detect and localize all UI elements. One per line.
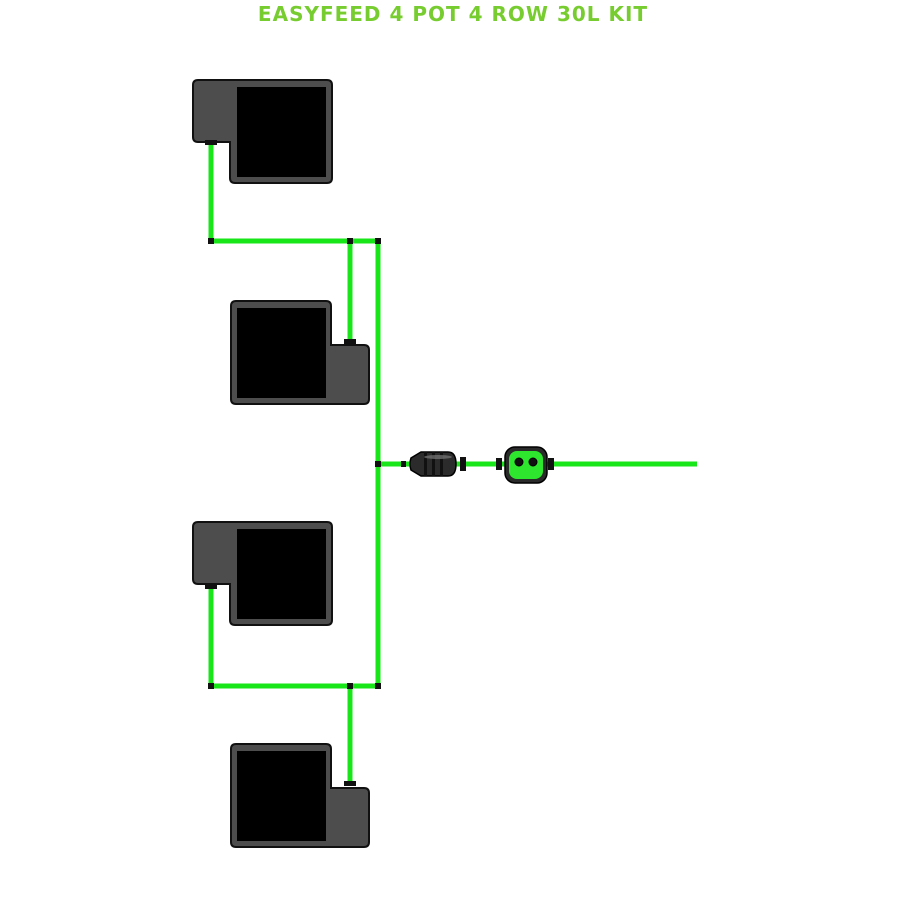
flow-valve-icon xyxy=(504,446,548,484)
pot-reservoir xyxy=(237,87,326,177)
inline-connector xyxy=(401,461,406,467)
pot-1 xyxy=(192,79,333,184)
pot-3-connector xyxy=(205,584,217,589)
filter-icon xyxy=(409,451,457,477)
tee-joint xyxy=(347,238,353,244)
inline-connector xyxy=(548,458,554,470)
pot-3 xyxy=(192,521,333,626)
inline-connector xyxy=(496,458,502,470)
pot-reservoir xyxy=(237,529,326,619)
pot-reservoir xyxy=(237,308,326,398)
pot-2-connector xyxy=(344,339,356,344)
pot-1-connector xyxy=(205,140,217,145)
pipe-connectors xyxy=(205,140,554,786)
diagram-title: EASYFEED 4 POT 4 ROW 30L KIT xyxy=(257,2,649,26)
tee-joint xyxy=(375,461,381,467)
elbow-joint xyxy=(375,683,381,689)
inline-connector xyxy=(460,457,466,471)
pot-reservoir xyxy=(237,751,326,841)
pot-4-connector xyxy=(344,781,356,786)
pot-2 xyxy=(230,300,370,405)
elbow-joint xyxy=(375,238,381,244)
tee-joint xyxy=(347,683,353,689)
pot-4 xyxy=(230,743,370,848)
elbow-joint xyxy=(208,238,214,244)
elbow-joint xyxy=(208,683,214,689)
